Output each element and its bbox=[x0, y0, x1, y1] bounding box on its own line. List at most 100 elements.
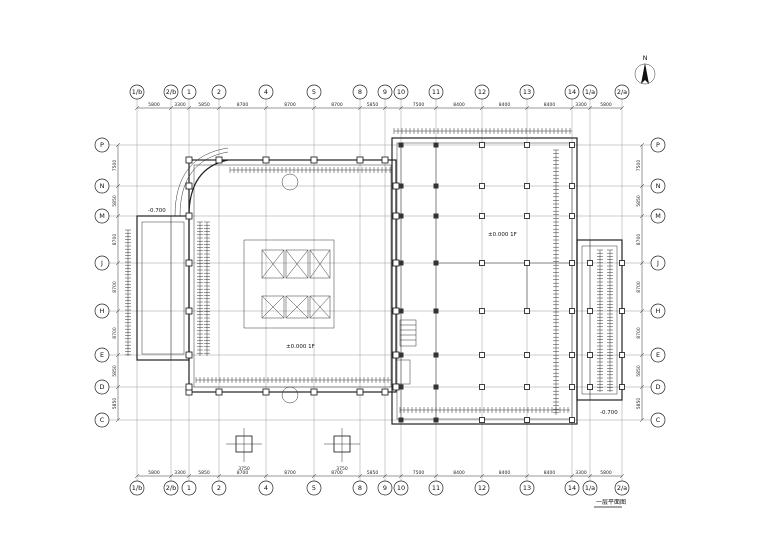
level-label-left-bay: -0.700 bbox=[148, 208, 166, 214]
dimension-tick bbox=[134, 473, 140, 479]
grid-bubble-col bbox=[393, 480, 409, 496]
elevator-cross-marks-lower bbox=[261, 295, 331, 319]
column bbox=[392, 259, 400, 267]
grid-bubble-col bbox=[211, 84, 227, 100]
grid-bubble-label: 2/b bbox=[166, 484, 176, 492]
row-dimension: 8700 bbox=[636, 327, 642, 339]
dimension-tick bbox=[134, 105, 140, 111]
grid-bubble-label: 2/b bbox=[166, 88, 176, 96]
column bbox=[569, 142, 575, 148]
right-bay-wall bbox=[576, 239, 623, 401]
grid-bubble-col bbox=[129, 480, 145, 496]
grid-bubble-row bbox=[650, 208, 666, 224]
dimension-tick bbox=[186, 473, 192, 479]
column bbox=[398, 417, 404, 423]
grid-bubble-row bbox=[650, 178, 666, 194]
dimension-tick bbox=[115, 417, 121, 423]
grid-bubble-label: 1/b bbox=[132, 484, 142, 492]
elevator-cross-marks bbox=[261, 249, 331, 279]
grid-bubble-label: 8 bbox=[358, 484, 362, 492]
span-dimension: 8700 bbox=[331, 470, 343, 476]
column bbox=[524, 213, 530, 219]
grid-bubble-label: M bbox=[99, 212, 105, 220]
grid-bubble-label: 14 bbox=[568, 484, 576, 492]
grid-bubble-row bbox=[650, 347, 666, 363]
spiral-stair-top bbox=[281, 173, 299, 191]
curved-canopy bbox=[174, 147, 229, 217]
column bbox=[398, 384, 404, 390]
dimension-tick bbox=[115, 352, 121, 358]
grid-bubble-col bbox=[564, 84, 580, 100]
column bbox=[185, 307, 193, 315]
span-dimension: 3300 bbox=[174, 102, 186, 108]
dimension-tick bbox=[587, 473, 593, 479]
dimension-tick bbox=[524, 473, 530, 479]
column bbox=[524, 260, 530, 266]
column bbox=[398, 260, 404, 266]
grid-bubble-label: 4 bbox=[264, 484, 268, 492]
span-dimension: 8700 bbox=[284, 470, 296, 476]
column bbox=[524, 308, 530, 314]
grid-bubble-label: 12 bbox=[478, 88, 486, 96]
grid-bubble-col bbox=[393, 84, 409, 100]
column-detail-1: 3750 bbox=[226, 428, 262, 472]
span-dimension: 8400 bbox=[453, 102, 465, 108]
grid-bubble-label: J bbox=[100, 259, 103, 267]
grid-bubble-label: 1/a bbox=[585, 484, 595, 492]
grid-bubble-label: 11 bbox=[432, 88, 440, 96]
north-label: N bbox=[643, 54, 648, 62]
column bbox=[392, 383, 400, 391]
column bbox=[524, 417, 530, 423]
grid-bubble-label: 5 bbox=[312, 88, 316, 96]
dimension-tick bbox=[619, 105, 625, 111]
curved-canopy-inner bbox=[179, 151, 229, 217]
grid-bubble-col bbox=[428, 480, 444, 496]
column bbox=[619, 308, 625, 314]
dimension-tick bbox=[115, 213, 121, 219]
column bbox=[524, 183, 530, 189]
row-dimension: 7500 bbox=[636, 160, 642, 172]
column bbox=[479, 213, 485, 219]
elevator-shaft-3 bbox=[309, 249, 331, 279]
grid-bubble-label: 13 bbox=[523, 484, 531, 492]
north-arrow: N bbox=[634, 54, 656, 85]
grid-bubble-label: M bbox=[655, 212, 661, 220]
dimension-tick bbox=[115, 308, 121, 314]
grid-bubble-label: 2 bbox=[217, 88, 221, 96]
span-dimension: 5850 bbox=[198, 470, 210, 476]
grid-bubble-col bbox=[519, 480, 535, 496]
grid-bubble-col bbox=[428, 84, 444, 100]
grid-bubble-row bbox=[650, 412, 666, 428]
row-dimension: 8700 bbox=[112, 327, 118, 339]
elevator-shaft-5 bbox=[285, 295, 309, 319]
grid-bubble-label: 10 bbox=[397, 88, 405, 96]
grid-bubble-col bbox=[211, 480, 227, 496]
right-building: ±0.000 1F -0.700 bbox=[391, 137, 623, 425]
column bbox=[185, 259, 193, 267]
dimension-tick bbox=[587, 105, 593, 111]
dimension-tick bbox=[569, 473, 575, 479]
grid-bubble-label: D bbox=[99, 383, 104, 391]
span-dimension: 8700 bbox=[237, 102, 249, 108]
column bbox=[310, 388, 318, 396]
column bbox=[433, 352, 439, 358]
grid-bubble-label: 2/a bbox=[617, 484, 627, 492]
grid-bubble-label: H bbox=[100, 307, 105, 315]
grid-bubble-col bbox=[582, 480, 598, 496]
dimension-tick bbox=[639, 183, 645, 189]
elevator-shaft-2 bbox=[285, 249, 309, 279]
column bbox=[587, 308, 593, 314]
span-dimension: 5850 bbox=[198, 102, 210, 108]
column bbox=[479, 183, 485, 189]
column bbox=[185, 182, 193, 190]
grid-bubble-col bbox=[306, 480, 322, 496]
dimension-tick bbox=[569, 105, 575, 111]
level-label-right-bay: -0.700 bbox=[600, 410, 618, 416]
column bbox=[185, 351, 193, 359]
column bbox=[569, 213, 575, 219]
left-bay-inner bbox=[141, 221, 185, 355]
row-dimension: 8700 bbox=[112, 281, 118, 293]
column bbox=[381, 156, 389, 164]
dimension-tick bbox=[168, 473, 174, 479]
